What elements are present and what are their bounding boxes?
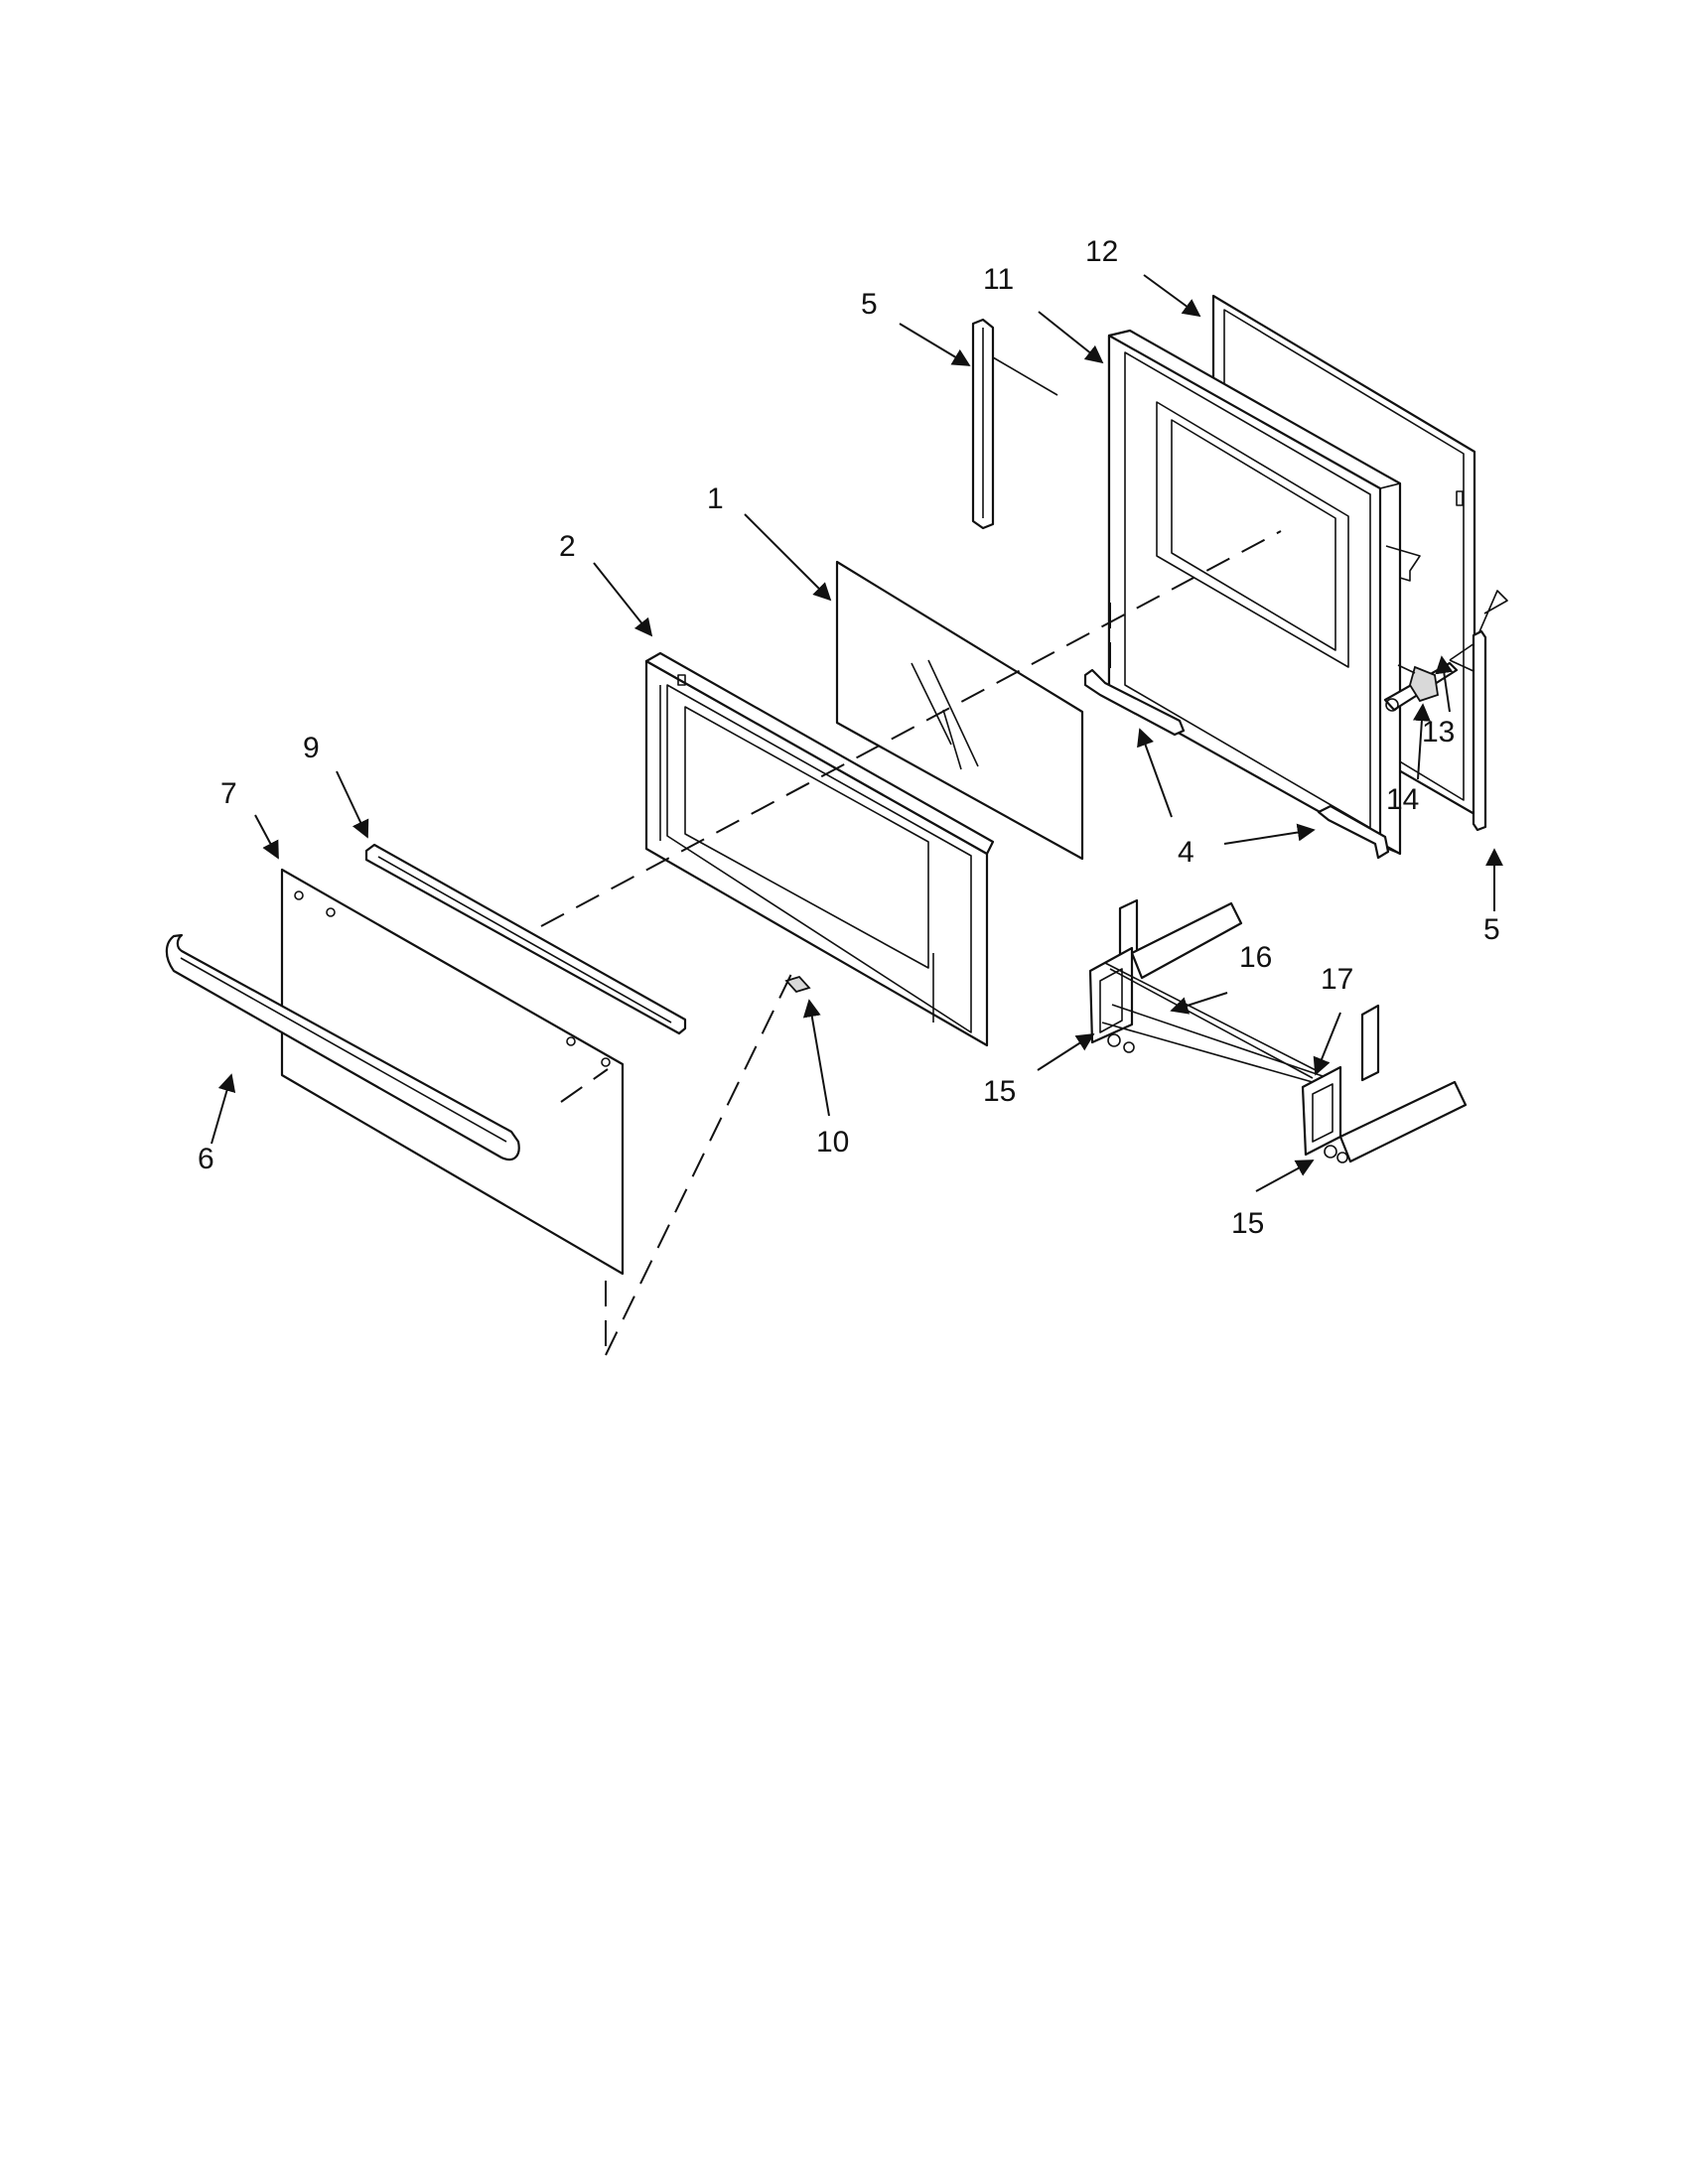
part-9-trim-strip	[364, 843, 687, 1035]
callout-5-right: 5	[1483, 913, 1500, 946]
part-15-hinge-assembly-left	[1088, 898, 1243, 1053]
callout-7: 7	[220, 777, 237, 810]
callout-leaders	[210, 274, 1503, 1192]
part-5-side-trim-right	[1449, 629, 1487, 832]
part-10-clip	[784, 975, 811, 994]
callout-17: 17	[1321, 963, 1353, 996]
part-2-door-frame	[644, 651, 995, 1047]
callout-15-right: 15	[1231, 1207, 1264, 1240]
part-4-hinge-bracket-lower	[1317, 804, 1390, 860]
callout-16: 16	[1239, 941, 1272, 974]
callout-6: 6	[198, 1143, 214, 1175]
part-16-hinge-rod	[1104, 962, 1317, 1079]
part-1-glass-panel	[835, 560, 1084, 861]
callout-2: 2	[559, 530, 576, 563]
part-15-hinge-assembly-right	[1301, 1004, 1468, 1163]
part-14-screw	[1397, 664, 1440, 703]
callout-labels: 1 2 4 5 5 6 7 9 10 11 12 13 14 15 15 16 …	[198, 235, 1500, 1240]
part-4-hinge-bracket-upper	[1083, 668, 1186, 737]
part-6-door-handle	[165, 933, 520, 1161]
callout-1: 1	[707, 482, 724, 515]
callout-12: 12	[1085, 235, 1118, 268]
callout-13: 13	[1422, 716, 1455, 749]
part-17-hinge-link	[1101, 1004, 1341, 1091]
callout-15-left: 15	[983, 1075, 1016, 1108]
callout-10: 10	[816, 1126, 849, 1159]
part-7-outer-panel	[280, 868, 625, 1276]
part-5-side-trim-left	[971, 318, 1058, 530]
callout-9: 9	[303, 732, 320, 764]
assembly-guide-lines	[540, 530, 1282, 1356]
callout-11: 11	[983, 263, 1014, 296]
callout-5-upper: 5	[861, 288, 878, 321]
callout-14: 14	[1386, 783, 1419, 816]
callout-4: 4	[1178, 836, 1194, 869]
